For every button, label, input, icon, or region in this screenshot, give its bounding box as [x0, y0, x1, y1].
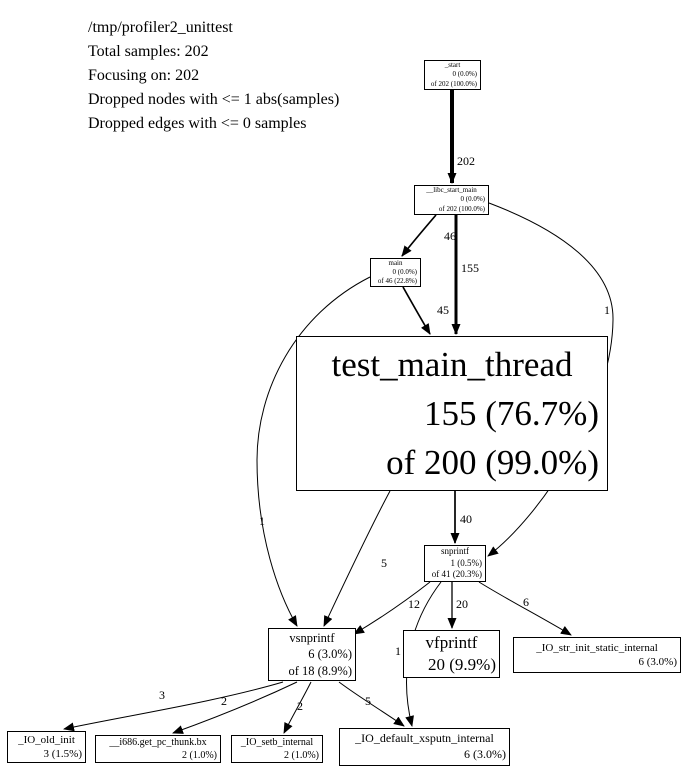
- edge-label-snprintf-to-vfprintf: 20: [456, 597, 468, 611]
- profile-summary: /tmp/profiler2_unittest Total samples: 2…: [88, 16, 339, 136]
- node-io-default-xsputn-internal: _IO_default_xsputn_internal 6 (3.0%): [339, 728, 510, 766]
- edge-label-snprintf-to-vsnprintf: 12: [408, 597, 420, 611]
- node-snprintf-name: snprintf: [441, 545, 469, 556]
- edge-test-to-vsnprintf: [323, 490, 391, 627]
- edge-vsnprintf-to-xsputn: [338, 681, 405, 727]
- node-vsnprintf-self: 6 (3.0%): [308, 647, 352, 662]
- edge-libc-to-main: [401, 214, 437, 257]
- edge-snprintf-to-io-str-init: [478, 581, 572, 636]
- edge-vsnprintf-to-setb: [283, 681, 312, 734]
- edge-label-snprintf-to-io-str-init: 6: [523, 595, 529, 609]
- node-vsnprintf-name: vsnprintf: [289, 631, 335, 646]
- node-io-default-xsputn-name: _IO_default_xsputn_internal: [355, 731, 494, 746]
- edge-label-start-to-libc: 202: [457, 154, 475, 168]
- node-libc-total: of 202 (100.0%): [438, 204, 485, 213]
- node-main-name: main: [388, 258, 403, 267]
- edge-vsnprintf-to-thunk: [172, 681, 298, 734]
- node-vsnprintf: vsnprintf 6 (3.0%) of 18 (8.9%): [268, 628, 356, 681]
- node-test-self: 155 (76.7%): [424, 394, 599, 433]
- node-libc-start-main: __libc_start_main 0 (0.0%) of 202 (100.0…: [414, 185, 489, 215]
- node-test-main-thread: test_main_thread 155 (76.7%) of 200 (99.…: [296, 336, 608, 491]
- node-io-old-init: _IO_old_init 3 (1.5%): [7, 731, 86, 763]
- node-snprintf-total: of 41 (20.3%): [431, 569, 482, 580]
- edge-label-libc-to-test: 155: [461, 261, 479, 275]
- node-io-setb-internal: _IO_setb_internal 2 (1.0%): [231, 735, 323, 763]
- node-main-total: of 46 (22.8%): [377, 277, 417, 286]
- node-vsnprintf-total: of 18 (8.9%): [288, 663, 352, 678]
- node-start-total: of 202 (100.0%): [430, 79, 477, 88]
- edge-label-libc-to-snprintf: 1: [604, 303, 610, 317]
- node-snprintf: snprintf 1 (0.5%) of 41 (20.3%): [424, 545, 486, 582]
- dropped-nodes-line: Dropped nodes with <= 1 abs(samples): [88, 91, 340, 108]
- node-main-self: 0 (0.0%): [392, 267, 418, 276]
- node-test-total: of 200 (99.0%): [386, 443, 599, 482]
- edge-label-test-to-snprintf: 40: [460, 512, 472, 526]
- node-vfprintf: vfprintf 20 (9.9%): [403, 630, 500, 678]
- total-samples-line: Total samples: 202: [88, 43, 209, 60]
- node-start-name: _start: [444, 61, 461, 70]
- edge-label-vsnprintf-to-io-old-init: 3: [159, 688, 165, 702]
- node-get-pc-thunk-self: 2 (1.0%): [182, 750, 217, 761]
- edge-label-main-to-vsnprintf: 1: [259, 514, 265, 528]
- node-start-self: 0 (0.0%): [452, 70, 478, 79]
- node-test-name: test_main_thread: [331, 345, 573, 384]
- node-libc-name: __libc_start_main: [426, 186, 477, 195]
- node-get-pc-thunk-name: __i686.get_pc_thunk.bx: [109, 737, 207, 748]
- edge-vsnprintf-to-io-old-init: [63, 681, 284, 732]
- dropped-edges-line: Dropped edges with <= 0 samples: [88, 115, 307, 132]
- node-vfprintf-self: 20 (9.9%): [428, 655, 496, 674]
- edge-label-test-to-vsnprintf: 5: [381, 556, 387, 570]
- focusing-line: Focusing on: 202: [88, 67, 200, 84]
- profile-path: /tmp/profiler2_unittest: [88, 19, 233, 36]
- edge-label-vsnprintf-to-xsputn: 5: [365, 694, 371, 708]
- node-snprintf-self: 1 (0.5%): [450, 557, 483, 568]
- edge-main-to-test: [402, 286, 431, 335]
- edge-label-vsnprintf-to-thunk: 2: [221, 694, 227, 708]
- edge-label-snprintf-to-xsputn: 1: [395, 644, 401, 658]
- node-io-setb-self: 2 (1.0%): [284, 750, 319, 761]
- edge-libc-to-snprintf: [487, 202, 614, 557]
- node-io-old-init-self: 3 (1.5%): [43, 748, 83, 760]
- node-libc-self: 0 (0.0%): [460, 195, 486, 204]
- node-io-str-init-static-internal: _IO_str_init_static_internal 6 (3.0%): [513, 637, 681, 673]
- edge-main-to-vsnprintf: [256, 276, 371, 627]
- node-get-pc-thunk: __i686.get_pc_thunk.bx 2 (1.0%): [95, 735, 221, 763]
- edge-snprintf-to-vsnprintf: [353, 581, 431, 635]
- edge-label-libc-to-main: 46: [444, 229, 456, 243]
- node-io-str-init-self: 6 (3.0%): [638, 656, 678, 668]
- node-io-default-xsputn-self: 6 (3.0%): [464, 747, 506, 761]
- node-start: _start 0 (0.0%) of 202 (100.0%): [424, 60, 481, 90]
- edge-label-vsnprintf-to-setb: 2: [297, 699, 303, 713]
- node-main: main 0 (0.0%) of 46 (22.8%): [370, 258, 421, 287]
- edge-label-main-to-test: 45: [437, 303, 449, 317]
- node-io-old-init-name: _IO_old_init: [18, 733, 75, 746]
- node-io-str-init-name: _IO_str_init_static_internal: [536, 641, 658, 654]
- node-vfprintf-name: vfprintf: [425, 632, 478, 652]
- node-io-setb-name: _IO_setb_internal: [240, 737, 314, 748]
